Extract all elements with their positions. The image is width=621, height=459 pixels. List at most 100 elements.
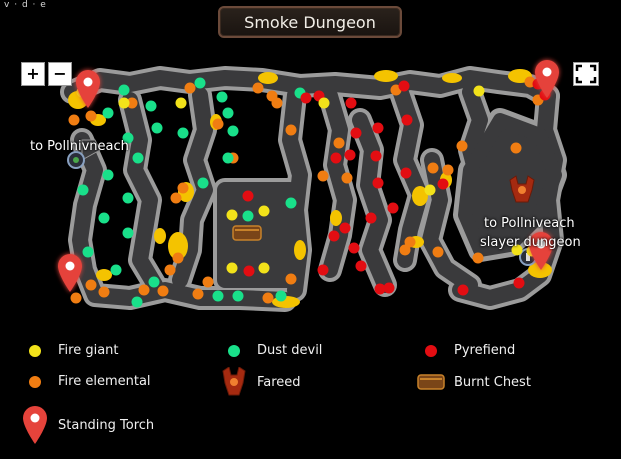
pyrefiend-marker[interactable] xyxy=(437,178,449,190)
standing-torch-pin[interactable] xyxy=(535,60,559,98)
dust-devil-marker[interactable] xyxy=(212,290,224,302)
dust-devil-marker[interactable] xyxy=(132,152,144,164)
exit-label-right-line1[interactable]: to Pollniveach xyxy=(484,216,575,231)
fullscreen-button[interactable] xyxy=(573,62,599,86)
zoom-out-button[interactable]: − xyxy=(48,62,72,86)
exit-label-left[interactable]: to Pollnivneach xyxy=(30,139,129,154)
dust-devil-marker[interactable] xyxy=(194,77,206,89)
zoom-in-button[interactable]: + xyxy=(21,62,45,86)
exit-label-right-line2[interactable]: slayer dungeon xyxy=(480,235,581,250)
fire-elemental-marker[interactable] xyxy=(177,182,189,194)
fire-elemental-marker[interactable] xyxy=(427,162,439,174)
fire-elemental-marker[interactable] xyxy=(164,264,176,276)
dust-devil-marker[interactable] xyxy=(285,197,297,209)
fire-elemental-marker[interactable] xyxy=(170,192,182,204)
fire-elemental-marker[interactable] xyxy=(98,286,110,298)
dust-devil-marker[interactable] xyxy=(82,246,94,258)
discuss-link[interactable]: d xyxy=(21,0,29,10)
dust-devil-marker[interactable] xyxy=(197,177,209,189)
view-link[interactable]: v xyxy=(4,0,11,10)
fire-elemental-marker[interactable] xyxy=(442,164,454,176)
standing-torch-pin[interactable] xyxy=(529,232,553,270)
pyrefiend-marker[interactable] xyxy=(350,127,362,139)
dust-devil-marker[interactable] xyxy=(222,152,234,164)
fire-elemental-marker[interactable] xyxy=(68,114,80,126)
pyrefiend-marker[interactable] xyxy=(401,114,413,126)
fire-elemental-marker[interactable] xyxy=(184,82,196,94)
dust-devil-marker[interactable] xyxy=(77,184,89,196)
pyrefiend-marker[interactable] xyxy=(355,260,367,272)
fire-elemental-marker[interactable] xyxy=(85,279,97,291)
fire-giant-marker[interactable] xyxy=(258,205,270,217)
dust-devil-marker[interactable] xyxy=(177,127,189,139)
dust-devil-marker[interactable] xyxy=(102,169,114,181)
dust-devil-marker[interactable] xyxy=(110,264,122,276)
fire-elemental-marker[interactable] xyxy=(212,118,224,130)
fire-elemental-marker[interactable] xyxy=(432,246,444,258)
fire-elemental-marker[interactable] xyxy=(252,82,264,94)
dust-devil-marker[interactable] xyxy=(232,290,244,302)
pyrefiend-marker[interactable] xyxy=(242,190,254,202)
fire-giant-marker[interactable] xyxy=(258,262,270,274)
fire-elemental-marker[interactable] xyxy=(456,140,468,152)
fire-giant-marker[interactable] xyxy=(226,209,238,221)
dust-devil-marker[interactable] xyxy=(242,210,254,222)
fire-elemental-marker[interactable] xyxy=(404,236,416,248)
fire-elemental-marker[interactable] xyxy=(262,292,274,304)
pyrefiend-marker[interactable] xyxy=(344,149,356,161)
dust-devil-marker[interactable] xyxy=(275,290,287,302)
dust-devil-marker[interactable] xyxy=(122,227,134,239)
fire-elemental-marker[interactable] xyxy=(172,252,184,264)
edit-link[interactable]: e xyxy=(40,0,47,10)
pyrefiend-marker[interactable] xyxy=(374,283,386,295)
fire-elemental-marker[interactable] xyxy=(157,285,169,297)
pyrefiend-marker[interactable] xyxy=(339,222,351,234)
fire-elemental-marker[interactable] xyxy=(341,172,353,184)
fire-elemental-marker[interactable] xyxy=(399,244,411,256)
fire-giant-marker[interactable] xyxy=(318,97,330,109)
fire-giant-marker[interactable] xyxy=(226,262,238,274)
fire-elemental-marker[interactable] xyxy=(510,142,522,154)
fire-elemental-marker[interactable] xyxy=(333,137,345,149)
pyrefiend-marker[interactable] xyxy=(383,282,395,294)
pyrefiend-marker[interactable] xyxy=(370,150,382,162)
fire-elemental-marker[interactable] xyxy=(285,273,297,285)
fire-elemental-marker[interactable] xyxy=(317,170,329,182)
pyrefiend-marker[interactable] xyxy=(457,284,469,296)
fire-giant-marker[interactable] xyxy=(175,97,187,109)
fire-elemental-marker[interactable] xyxy=(285,124,297,136)
pyrefiend-marker[interactable] xyxy=(372,177,384,189)
dust-devil-marker[interactable] xyxy=(222,107,234,119)
fire-elemental-marker[interactable] xyxy=(192,288,204,300)
pyrefiend-marker[interactable] xyxy=(345,97,357,109)
fire-giant-marker[interactable] xyxy=(473,85,485,97)
pyrefiend-marker[interactable] xyxy=(348,242,360,254)
pyrefiend-marker[interactable] xyxy=(328,230,340,242)
fire-elemental-marker[interactable] xyxy=(70,292,82,304)
dust-devil-marker[interactable] xyxy=(151,122,163,134)
pyrefiend-marker[interactable] xyxy=(372,122,384,134)
fire-giant-marker[interactable] xyxy=(424,184,436,196)
dust-devil-marker[interactable] xyxy=(148,276,160,288)
dust-devil-marker[interactable] xyxy=(122,132,134,144)
pyrefiend-marker[interactable] xyxy=(330,152,342,164)
fire-elemental-marker[interactable] xyxy=(202,276,214,288)
burnt-chest-icon[interactable] xyxy=(232,225,262,241)
fire-giant-marker[interactable] xyxy=(511,244,523,256)
dust-devil-marker[interactable] xyxy=(216,91,228,103)
pyrefiend-marker[interactable] xyxy=(300,92,312,104)
fire-elemental-marker[interactable] xyxy=(138,284,150,296)
fire-elemental-marker[interactable] xyxy=(85,110,97,122)
pyrefiend-marker[interactable] xyxy=(243,265,255,277)
pyrefiend-marker[interactable] xyxy=(387,202,399,214)
fire-elemental-marker[interactable] xyxy=(266,90,278,102)
dust-devil-marker[interactable] xyxy=(227,125,239,137)
standing-torch-pin[interactable] xyxy=(58,254,82,292)
pyrefiend-marker[interactable] xyxy=(317,264,329,276)
pyrefiend-marker[interactable] xyxy=(398,80,410,92)
fire-elemental-marker[interactable] xyxy=(126,97,138,109)
dust-devil-marker[interactable] xyxy=(98,212,110,224)
pyrefiend-marker[interactable] xyxy=(365,212,377,224)
dust-devil-marker[interactable] xyxy=(118,84,130,96)
